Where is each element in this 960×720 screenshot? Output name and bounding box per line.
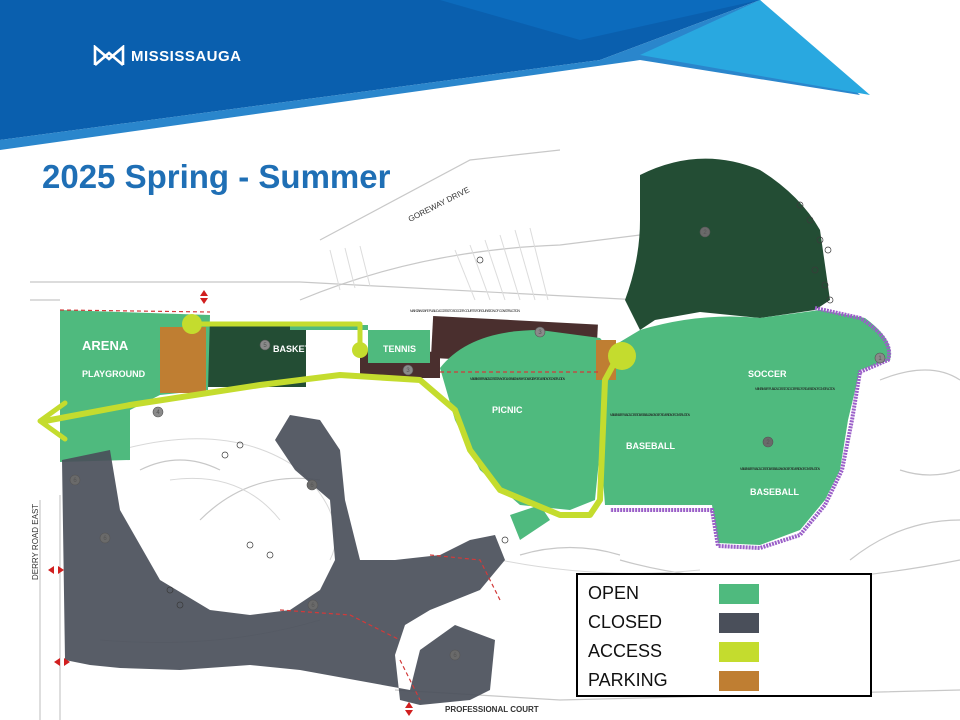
area-label-basketball: BASKETBALL <box>273 344 334 354</box>
open-zone-tennis <box>368 333 430 363</box>
phase-marker-6d: 6 <box>311 603 315 609</box>
note-baseball-east: MAINTAIN SAFE PUBLIC ACCESS TO BASEBALL … <box>740 467 821 471</box>
mississauga-logo-icon <box>93 45 125 66</box>
legend-item-access: ACCESS <box>588 639 858 665</box>
legend-swatch-access <box>719 642 759 662</box>
mississauga-logo: MISSISSAUGA <box>93 45 242 67</box>
dashed-road-lines <box>59 309 600 701</box>
phase-marker-4: 4 <box>156 410 160 416</box>
parking-lot-hatching <box>329 227 549 301</box>
access-point-tennis <box>352 342 368 358</box>
closed-zone-arena-building <box>206 325 306 387</box>
open-zone-southeast-strip <box>510 505 550 540</box>
legend-label-open: OPEN <box>588 583 640 603</box>
phase-marker-1: 1 <box>878 356 882 362</box>
legend-label-parking: PARKING <box>588 670 668 690</box>
phase-marker-2a: 2 <box>703 230 707 236</box>
parking-arena <box>160 327 206 393</box>
page-title: 2025 Spring - Summer <box>42 158 391 195</box>
entrance-arrows <box>48 290 413 716</box>
closed-zone-north <box>625 158 830 330</box>
open-zone-picnic <box>440 330 610 510</box>
legend-swatch-open <box>719 584 759 604</box>
phase-marker-6c: 6 <box>103 536 107 542</box>
road-label-derry: DERRY ROAD EAST <box>31 504 40 580</box>
purple-boundary <box>610 306 892 551</box>
phase-marker-6a: 6 <box>310 483 314 489</box>
tree-markers <box>166 201 834 609</box>
road-label-goreway: GOREWAY DRIVE <box>407 185 471 224</box>
map-legend: OPEN CLOSED ACCESS PARKING <box>576 573 872 697</box>
phase-markers: 3 3 4 2 2 6 6 6 6 6 1 5 <box>69 226 886 661</box>
area-label-arena: ARENA <box>82 338 129 353</box>
legend-label-access: ACCESS <box>588 641 663 661</box>
note-tennis: MAINTAIN SAFE PUBLIC ACCESS TO SOCCER CO… <box>410 309 521 313</box>
area-label-baseball-west: BASEBALL <box>626 441 676 451</box>
legend-item-closed: CLOSED <box>588 610 858 636</box>
area-label-playground: PLAYGROUND <box>82 369 146 379</box>
access-point-baseball <box>608 342 636 370</box>
phase-marker-6b: 6 <box>73 478 77 484</box>
legend-swatch-closed <box>719 613 759 633</box>
area-label-baseball-east: BASEBALL <box>750 487 800 497</box>
note-baseball-west: MAINTAIN SAFE PUBLIC ACCESS TO BASEBALL … <box>610 413 691 417</box>
legend-label-closed: CLOSED <box>588 612 663 632</box>
note-picnic: MAINTAIN SAFE PUBLIC ACCESS TO PLAYGROUN… <box>470 377 566 381</box>
entrance-arrow-north <box>200 290 208 304</box>
entrance-arrow-west <box>48 566 64 574</box>
open-zone-fields <box>600 310 891 545</box>
phase-marker-5: 5 <box>263 343 267 349</box>
phase-marker-2b: 2 <box>766 440 770 446</box>
area-label-soccer: SOCCER <box>748 369 787 379</box>
access-point-arena <box>182 314 202 334</box>
phase-marker-3a: 3 <box>406 368 410 374</box>
phase-marker-6e: 6 <box>453 653 457 659</box>
phase-marker-3b: 3 <box>538 330 542 336</box>
area-label-tennis: TENNIS <box>383 344 416 354</box>
entrance-arrow-southwest <box>54 658 70 666</box>
entrance-arrow-south <box>405 702 413 716</box>
area-label-picnic: PICNIC <box>492 405 523 415</box>
closed-zone-south <box>62 415 505 705</box>
note-soccer: MAINTAIN SAFE PUBLIC ACCESS TO SOCCER FI… <box>755 387 836 391</box>
access-path <box>37 321 621 518</box>
legend-swatch-parking <box>719 671 759 691</box>
legend-item-parking: PARKING <box>588 668 858 694</box>
legend-item-open: OPEN <box>588 581 858 607</box>
header-banner <box>0 0 870 150</box>
brand-name: MISSISSAUGA <box>131 47 242 65</box>
road-label-professional: PROFESSIONAL COURT <box>445 705 539 714</box>
